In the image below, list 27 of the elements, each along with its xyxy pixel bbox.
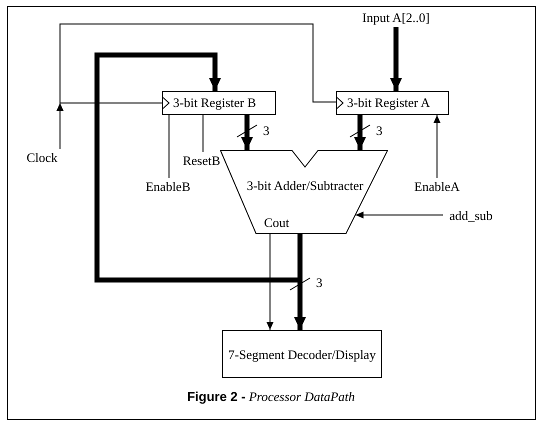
display-label: 7-Segment Decoder/Display — [227, 347, 377, 362]
signal-label: Input A[2..0] — [350, 9, 442, 27]
block-label: 3-bit Adder/Subtracter — [246, 178, 364, 193]
register-box — [162, 91, 276, 115]
bus-width-label: 3 — [375, 124, 384, 137]
bus-arrow — [354, 115, 366, 150]
signal-label: Clock — [22, 149, 62, 166]
signal-line — [168, 114, 170, 178]
signal-arrow — [434, 114, 440, 178]
signal-label: EnableB — [142, 178, 194, 195]
bus-width-label: 3 — [315, 276, 324, 289]
output-pin-label: Cout — [264, 215, 290, 230]
signal-arrow — [56, 24, 336, 150]
figure-caption: Figure 2 - Processor DataPath — [187, 389, 355, 404]
signal-label: EnableA — [412, 178, 462, 195]
signal-label: add_sub — [443, 207, 499, 224]
signal-label: ResetB — [179, 152, 224, 169]
bus-width-label: 3 — [262, 124, 270, 137]
signal-arrow — [355, 212, 444, 218]
signal-line — [202, 114, 204, 152]
register-label: 3-bit Register B — [173, 95, 256, 110]
display-box — [222, 330, 382, 378]
signal-arrow — [266, 234, 274, 330]
register-label: 3-bit Register A — [347, 95, 430, 110]
bus-arrow — [390, 27, 402, 91]
bus-arrow — [241, 115, 253, 150]
register-box — [336, 91, 449, 115]
